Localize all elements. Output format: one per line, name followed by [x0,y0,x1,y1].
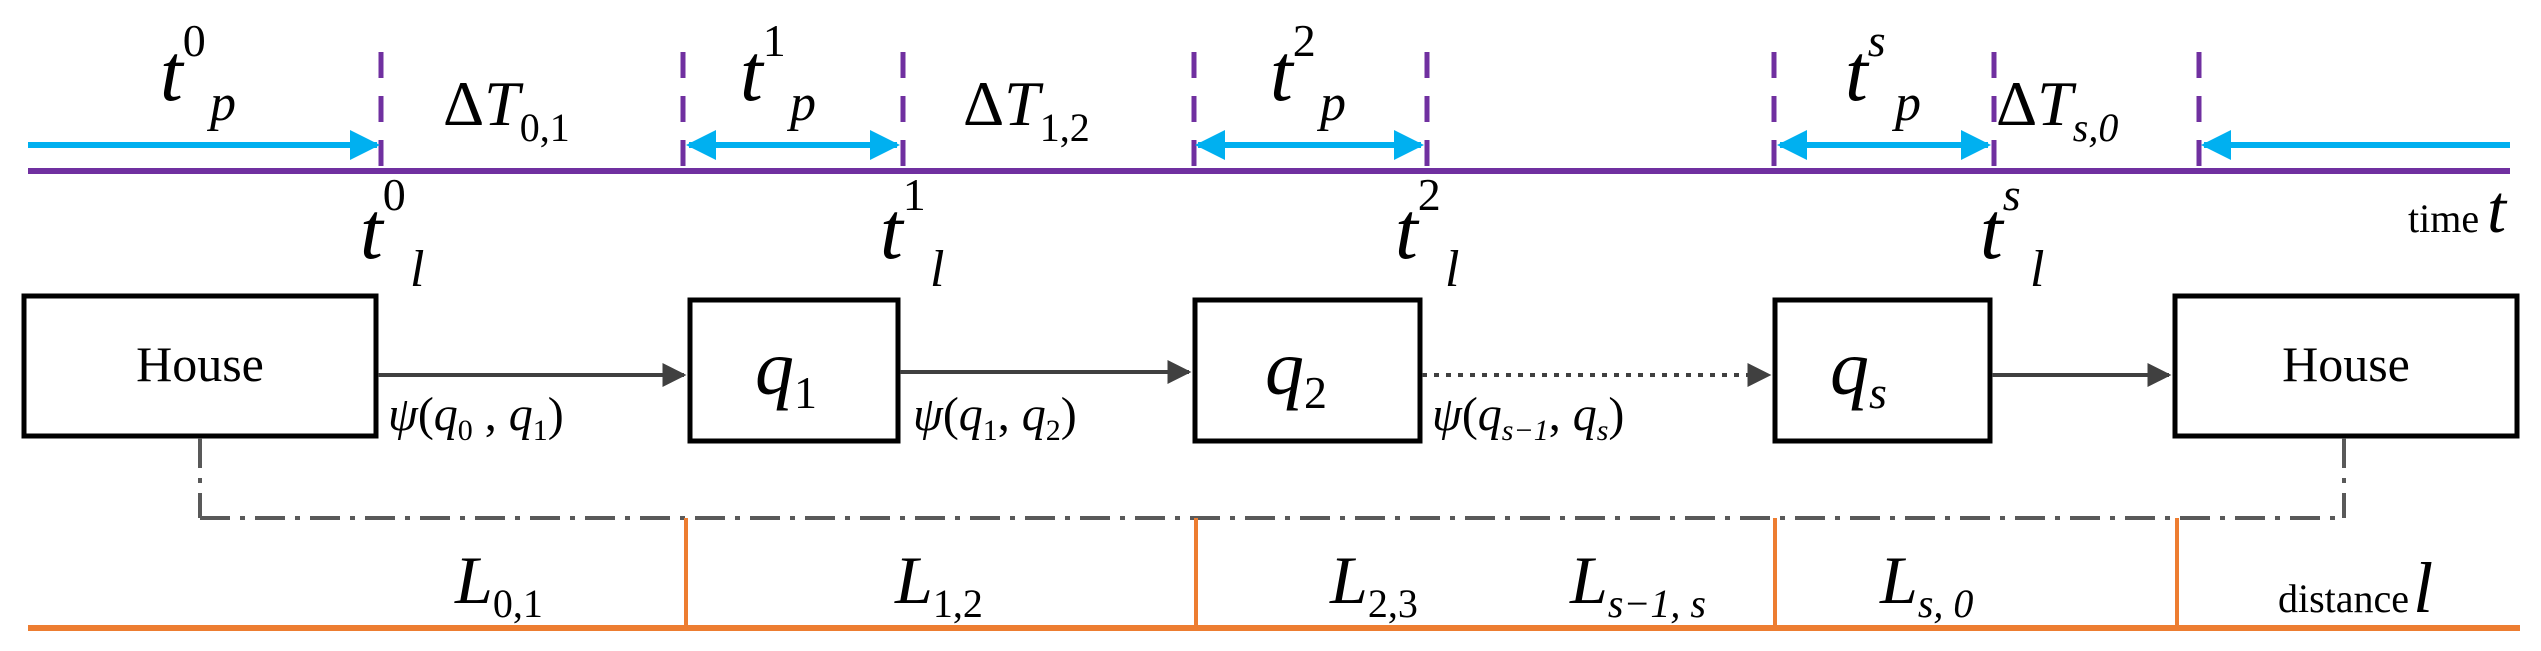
qs-box [1772,297,1993,444]
flow-arrows [378,360,2172,387]
q1-box [687,297,901,444]
tp1-label: t1p [740,15,816,132]
location-boxes [21,293,2520,444]
Ls0-label: Ls, 0 [1879,542,1973,626]
house-end-label: House [2282,336,2410,392]
tls-label: tsl [1980,169,2044,298]
house-end-box [2172,293,2520,439]
tps-label: tsp [1845,15,1921,132]
qs-label: qs [1830,324,1887,418]
dTs0-label: ΔTs,0 [1996,68,2118,150]
q2-box [1192,297,1423,444]
distance-reference-line [198,438,2346,520]
dT01-label: ΔT0,1 [443,68,570,150]
psi12-label: ψ(q1, q2) [913,388,1077,447]
distance-axis-label: distancel [2278,548,2433,628]
psis-label: ψ(qs−1, qs) [1432,388,1624,447]
tl2-label: t2l [1395,169,1459,298]
L12-label: L1,2 [894,542,983,626]
time-ticks [378,52,2202,171]
tl1-label: t1l [880,169,944,298]
L01-label: L0,1 [454,542,543,626]
Ls1s-label: Ls−1, s [1569,542,1706,626]
psi01-label: ψ(q0 , q1) [388,388,564,447]
distance-ticks [684,518,2179,628]
house-start-label: House [136,336,264,392]
L23-label: L2,3 [1329,542,1418,626]
tl0-label: t0l [360,169,424,298]
tp2-label: t2p [1270,15,1346,132]
tp0-label: t0p [160,15,236,132]
house-start-box [21,293,379,439]
q2-label: q2 [1265,324,1327,418]
dT12-label: ΔT1,2 [963,68,1090,150]
q1-label: q1 [755,324,817,418]
